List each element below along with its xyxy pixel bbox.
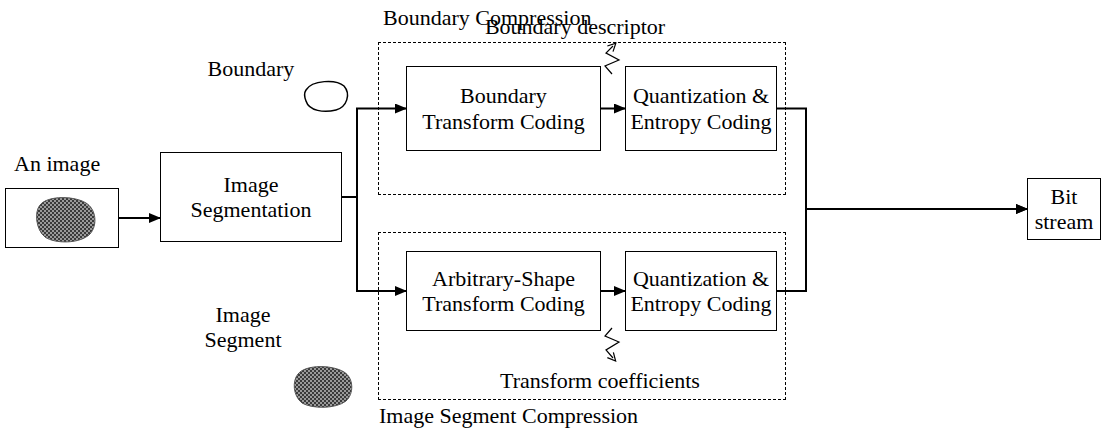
group-heading: Image Segment Compression <box>379 403 638 428</box>
flow-arrow <box>342 109 406 198</box>
segment-label: Image Segment <box>188 302 298 353</box>
flow-arrow <box>601 290 625 292</box>
flow-arrow <box>601 108 625 110</box>
process-box: Quantization & Entropy Coding <box>625 251 777 331</box>
image-frame: An image <box>5 188 119 248</box>
box-text: Boundary Transform Coding <box>417 83 590 134</box>
process-box: Boundary Transform Coding <box>406 66 601 151</box>
box-text: Bit stream <box>1031 184 1097 235</box>
box-text: Quantization & Entropy Coding <box>630 83 772 134</box>
output-box: Bit stream <box>1027 178 1101 240</box>
boundary-outline <box>305 81 348 111</box>
coefficient-squiggle <box>605 328 619 358</box>
descriptor-squiggle <box>605 46 619 74</box>
process-box: Image Segmentation <box>160 152 342 242</box>
descriptor-label: Boundary descriptor <box>440 14 710 39</box>
box-text: Quantization & Entropy Coding <box>630 266 772 317</box>
coefficients-label: Transform coefficients <box>460 368 740 393</box>
segment-blob <box>294 367 352 408</box>
flow-arrow <box>119 217 160 219</box>
flow-arrow <box>777 209 1027 291</box>
box-text: Image Segmentation <box>179 172 323 223</box>
compression-group: Boundary CompressionBoundary Transform C… <box>378 42 786 195</box>
flow-arrow <box>777 109 1027 210</box>
box-text: Arbitrary-Shape Transform Coding <box>417 266 590 317</box>
image-blob <box>37 198 95 242</box>
process-box: Arbitrary-Shape Transform Coding <box>406 251 601 331</box>
group-heading: An image <box>14 151 100 176</box>
flow-arrow <box>342 197 406 291</box>
boundary-label: Boundary <box>196 56 306 81</box>
process-box: Quantization & Entropy Coding <box>625 66 777 151</box>
